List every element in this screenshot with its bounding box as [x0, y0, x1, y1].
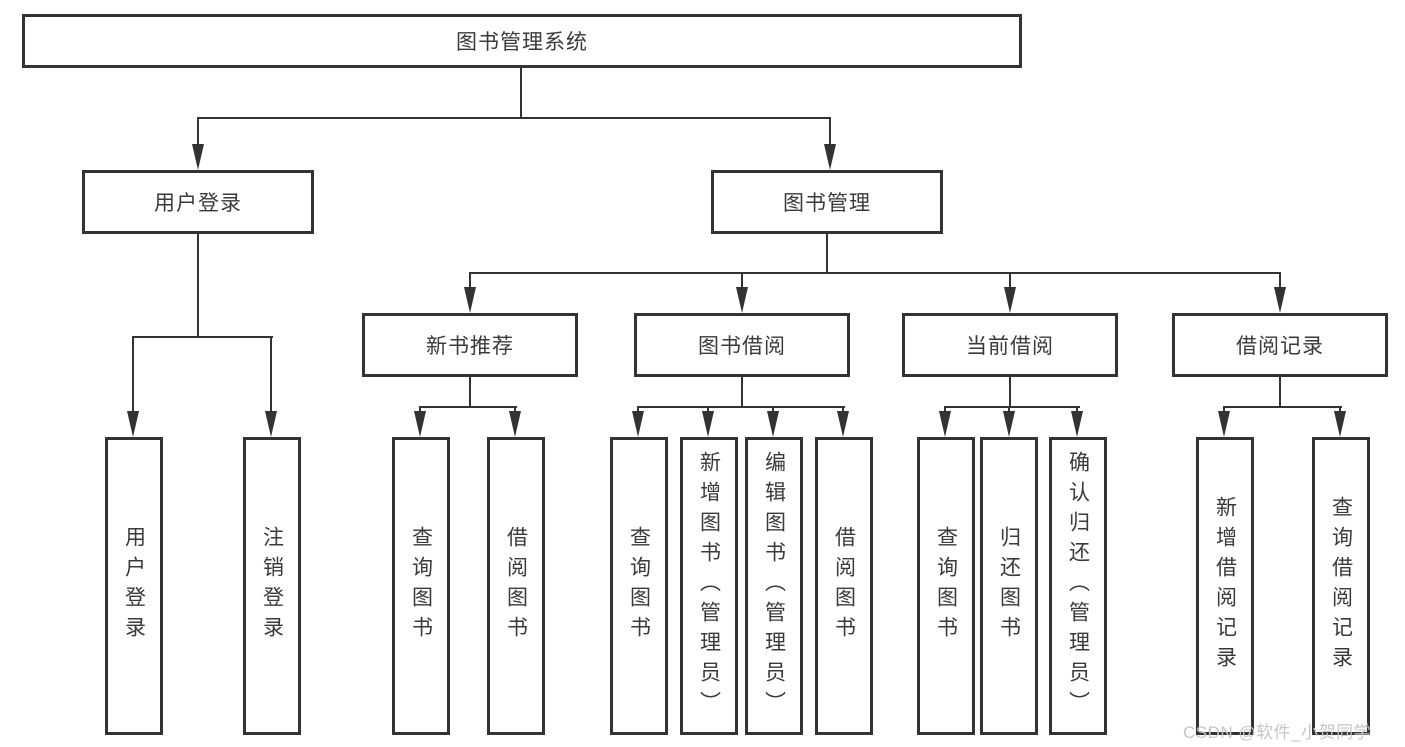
connector-userlogin-drop-left — [132, 338, 134, 411]
leaf-user-login-label: 用户登录 — [122, 526, 146, 646]
connector-borrow-hline — [637, 406, 845, 408]
node-user-login-label: 用户登录 — [154, 192, 242, 215]
connector-borrow-drop-2 — [707, 408, 709, 412]
leaf-borrow-books-rec: 借阅图书 — [487, 437, 545, 735]
leaf-add-borrow-record-label: 新增借阅记录 — [1213, 496, 1237, 676]
leaf-confirm-return-admin: 确认归还（管理员） — [1049, 437, 1107, 735]
leaf-return-books-label: 归还图书 — [997, 526, 1021, 646]
connector-current-drop-2 — [1008, 408, 1010, 412]
leaf-borrow-books: 借阅图书 — [815, 437, 873, 735]
leaf-add-borrow-record: 新增借阅记录 — [1196, 437, 1254, 735]
leaf-query-books-current-label: 查询图书 — [934, 526, 958, 646]
leaf-query-books-rec-label: 查询图书 — [409, 526, 433, 646]
arrow-to-book-management — [824, 144, 836, 170]
leaf-logout-label: 注销登录 — [260, 526, 284, 646]
connector-current-drop-3 — [1076, 408, 1078, 412]
arrow-to-logout-leaf — [265, 411, 277, 437]
connector-bookmgmt-drop-3 — [1009, 274, 1011, 287]
arrow-to-user-login — [192, 144, 204, 170]
node-book-borrow-label: 图书借阅 — [698, 335, 786, 358]
connector-userlogin-vline — [197, 233, 199, 337]
arrow-to-borrow-books-rec — [509, 411, 521, 437]
connector-rec-hline — [419, 406, 517, 408]
node-new-book-recommend-label: 新书推荐 — [426, 335, 514, 358]
leaf-add-books-admin: 新增图书（管理员） — [680, 437, 738, 735]
connector-bookmgmt-drop-2 — [741, 274, 743, 287]
leaf-confirm-return-admin-label: 确认归还（管理员） — [1066, 451, 1090, 721]
leaf-return-books: 归还图书 — [980, 437, 1038, 735]
leaf-query-books-rec: 查询图书 — [392, 437, 450, 735]
arrow-to-add-books-admin — [702, 411, 714, 437]
connector-current-vline — [1009, 377, 1011, 407]
connector-rec-vline — [469, 377, 471, 407]
connector-bookmgmt-drop-4 — [1279, 274, 1281, 287]
connector-bookmgmt-vline — [826, 233, 828, 272]
connector-current-hline — [944, 406, 1080, 408]
connector-bookmgmt-hline — [469, 272, 1281, 274]
leaf-borrow-books-rec-label: 借阅图书 — [504, 526, 528, 646]
leaf-query-borrow-record-label: 查询借阅记录 — [1329, 496, 1353, 676]
arrow-to-query-borrow-record — [1334, 411, 1346, 437]
connector-records-drop-2 — [1339, 408, 1341, 412]
arrow-to-borrow-records — [1274, 287, 1286, 313]
arrow-to-query-books-borrow — [632, 411, 644, 437]
connector-userlogin-hline — [132, 336, 273, 338]
connector-records-drop-1 — [1223, 408, 1225, 412]
leaf-logout: 注销登录 — [243, 437, 301, 735]
arrow-to-borrow-books-leaf — [837, 411, 849, 437]
connector-bookmgmt-drop-1 — [469, 274, 471, 287]
node-borrow-records-label: 借阅记录 — [1236, 335, 1324, 358]
node-new-book-recommend: 新书推荐 — [362, 313, 578, 377]
arrow-to-book-borrow — [736, 287, 748, 313]
connector-records-vline — [1279, 377, 1281, 407]
connector-root-vline — [520, 68, 522, 117]
connector-current-drop-1 — [944, 408, 946, 412]
arrow-to-edit-books-admin — [767, 411, 779, 437]
connector-borrow-drop-4 — [842, 408, 844, 412]
leaf-query-books-borrow: 查询图书 — [610, 437, 668, 735]
arrow-to-current-borrow — [1004, 287, 1016, 313]
node-book-management: 图书管理 — [711, 170, 943, 234]
root-node-library-system: 图书管理系统 — [22, 14, 1022, 68]
arrow-to-user-login-leaf — [127, 411, 139, 437]
connector-records-hline — [1223, 406, 1342, 408]
root-node-label: 图书管理系统 — [456, 31, 588, 54]
csdn-watermark: CSDN @软件_小贺同学 — [1183, 723, 1372, 742]
connector-userlogin-drop-right — [270, 338, 272, 411]
connector-borrow-drop-3 — [772, 408, 774, 412]
node-current-borrow: 当前借阅 — [902, 313, 1118, 377]
arrow-to-confirm-return-admin — [1071, 411, 1083, 437]
arrow-to-new-book-recommend — [464, 287, 476, 313]
connector-rec-drop-1 — [419, 408, 421, 412]
connector-root-hline — [197, 117, 831, 119]
connector-borrow-vline — [741, 377, 743, 407]
arrow-to-add-borrow-record — [1218, 411, 1230, 437]
leaf-edit-books-admin: 编辑图书（管理员） — [745, 437, 803, 735]
connector-rec-drop-2 — [514, 408, 516, 412]
leaf-query-books-borrow-label: 查询图书 — [627, 526, 651, 646]
arrow-to-return-books — [1003, 411, 1015, 437]
connector-borrow-drop-1 — [637, 408, 639, 412]
node-borrow-records: 借阅记录 — [1172, 313, 1388, 377]
node-book-borrow: 图书借阅 — [634, 313, 850, 377]
leaf-borrow-books-label: 借阅图书 — [832, 526, 856, 646]
leaf-user-login: 用户登录 — [105, 437, 163, 735]
connector-root-drop-right — [829, 119, 831, 146]
arrow-to-query-books-current — [939, 411, 951, 437]
leaf-query-books-current: 查询图书 — [917, 437, 975, 735]
leaf-add-books-admin-label: 新增图书（管理员） — [697, 451, 721, 721]
node-current-borrow-label: 当前借阅 — [966, 335, 1054, 358]
connector-root-drop-left — [197, 119, 199, 146]
arrow-to-query-books-rec — [414, 411, 426, 437]
leaf-query-borrow-record: 查询借阅记录 — [1312, 437, 1370, 735]
leaf-edit-books-admin-label: 编辑图书（管理员） — [762, 451, 786, 721]
node-user-login: 用户登录 — [82, 170, 314, 234]
node-book-management-label: 图书管理 — [783, 192, 871, 215]
